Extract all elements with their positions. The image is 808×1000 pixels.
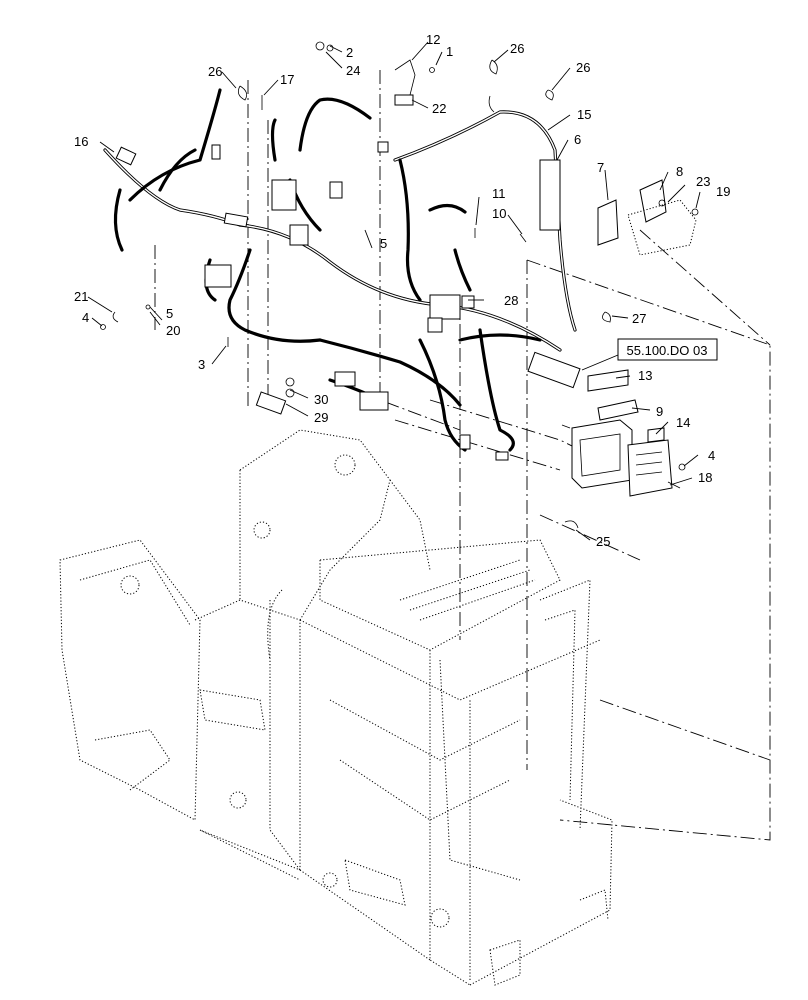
harness-connectors [115, 141, 581, 461]
callout-12: 12 [426, 32, 440, 47]
reference-box-label: 55.100.DO 03 [627, 343, 708, 358]
callout-10: 10 [492, 206, 506, 221]
callout-21: 21 [74, 289, 88, 304]
callout-14: 14 [676, 415, 690, 430]
callout-24: 24 [346, 63, 360, 78]
callout-9: 9 [656, 404, 663, 419]
callout-22: 22 [432, 101, 446, 116]
assembly-centerlines [154, 70, 771, 841]
callout-19: 19 [716, 184, 730, 199]
callout-28: 28 [504, 293, 518, 308]
callout-20: 20 [166, 323, 180, 338]
callout-8: 8 [676, 164, 683, 179]
main-wiring-harness [103, 88, 577, 452]
small-hardware [100, 41, 611, 347]
callout-15: 15 [577, 107, 591, 122]
callout-27: 27 [632, 311, 646, 326]
callout-labels: 1 2 3 4 4 5 5 6 7 8 9 10 11 12 13 14 15 … [74, 32, 730, 549]
callout-26-right: 26 [576, 60, 590, 75]
callout-5-left: 5 [166, 306, 173, 321]
callout-4-right: 4 [708, 448, 715, 463]
callout-13: 13 [638, 368, 652, 383]
loader-frame-chassis [59, 429, 613, 986]
callout-3: 3 [198, 357, 205, 372]
callout-7: 7 [597, 160, 604, 175]
callout-18: 18 [698, 470, 712, 485]
callout-6: 6 [574, 132, 581, 147]
callout-26-left: 26 [208, 64, 222, 79]
leader-lines [87, 41, 701, 541]
callout-25: 25 [596, 534, 610, 549]
callout-17: 17 [280, 72, 294, 87]
callout-26-center: 26 [510, 41, 524, 56]
callout-29: 29 [314, 410, 328, 425]
callout-4-left: 4 [82, 310, 89, 325]
callout-5-center: 5 [380, 236, 387, 251]
callout-23: 23 [696, 174, 710, 189]
controller-bracket-assembly [561, 179, 699, 529]
callout-30: 30 [314, 392, 328, 407]
callout-11: 11 [492, 186, 506, 201]
reference-box: 55.100.DO 03 [617, 338, 718, 361]
callout-16: 16 [74, 134, 88, 149]
callout-1: 1 [446, 44, 453, 59]
callout-2: 2 [346, 45, 353, 60]
